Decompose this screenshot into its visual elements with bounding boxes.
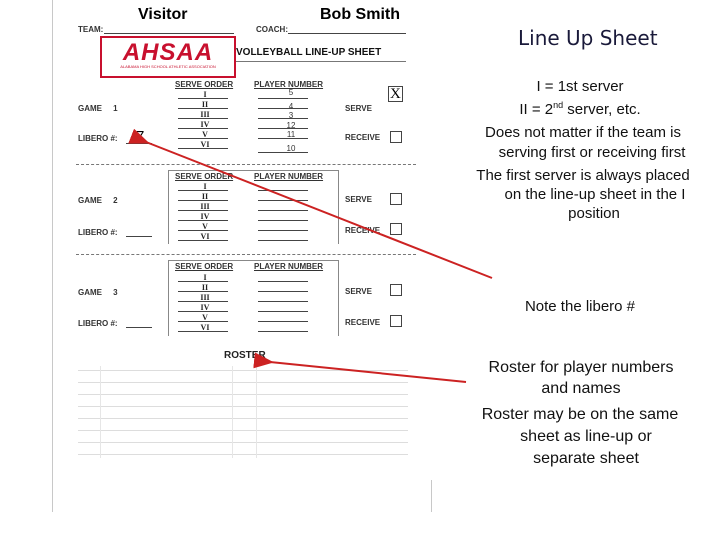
- team-label: TEAM:: [78, 25, 104, 34]
- receive-checkbox[interactable]: [390, 315, 402, 327]
- player-number-header: PLAYER NUMBER: [254, 172, 324, 181]
- serve-label: SERVE: [345, 104, 372, 113]
- handwritten-coach: Bob Smith: [320, 6, 400, 23]
- handwritten-team: Visitor: [138, 6, 188, 23]
- serve-order-header: SERVE ORDER: [175, 262, 234, 271]
- note-order-line-1: Does not matter if the team is: [485, 124, 681, 141]
- roman-5: V: [202, 222, 208, 231]
- sheet-edge-left: [52, 0, 53, 512]
- sheet-edge-right: [431, 480, 432, 512]
- receive-checkbox[interactable]: [390, 223, 402, 235]
- roman-4: IV: [200, 212, 210, 221]
- note-roster-line-2: and names: [541, 380, 621, 397]
- libero-arrow: [128, 128, 493, 279]
- player-number-header: PLAYER NUMBER: [254, 262, 324, 271]
- slide-title: Line Up Sheet: [518, 26, 658, 50]
- roster-arrow: [253, 352, 467, 383]
- section-divider-2: [76, 254, 416, 256]
- roman-2: II: [201, 283, 209, 292]
- coach-line: [288, 33, 406, 34]
- roman-6: VI: [200, 232, 210, 241]
- player-number-4: 12: [286, 121, 296, 130]
- player-number-3: 3: [288, 111, 294, 120]
- player-number-2: 4: [288, 102, 294, 111]
- serve-checkbox-marked[interactable]: X: [388, 86, 403, 102]
- note-first-server-line-3: position: [568, 205, 620, 222]
- roman-2: II: [201, 100, 209, 109]
- roman-1: I: [203, 273, 207, 282]
- receive-label: RECEIVE: [345, 133, 381, 142]
- note-first-server-line-2: on the line-up sheet in the I: [504, 186, 686, 203]
- roman-2: II: [201, 192, 209, 201]
- roman-5: V: [202, 130, 208, 139]
- player-number-5: 11: [286, 130, 296, 139]
- game-label: GAME 1: [78, 104, 118, 113]
- sheet-title: VOLLEYBALL LINE-UP SHEET: [236, 47, 382, 58]
- game-label: GAME 2: [78, 196, 118, 205]
- title-underline: [236, 61, 406, 62]
- roman-4: IV: [200, 120, 210, 129]
- logo-subtext: ALABAMA HIGH SCHOOL ATHLETIC ASSOCIATION: [120, 64, 216, 69]
- libero-label: LIBERO #:: [78, 228, 118, 237]
- logo-text: AHSAA: [122, 39, 214, 66]
- note-first-server: I = 1st server: [536, 78, 624, 95]
- serve-checkbox[interactable]: [390, 193, 402, 205]
- team-line: [104, 33, 234, 34]
- serve-order-header: SERVE ORDER: [175, 80, 234, 89]
- note-libero: Note the libero #: [524, 298, 636, 315]
- serve-label: SERVE: [345, 287, 372, 296]
- game-label: GAME 3: [78, 288, 118, 297]
- receive-checkbox[interactable]: [390, 131, 402, 143]
- note-roster-line-4: sheet as line-up or: [520, 428, 652, 445]
- roster-label: ROSTER: [224, 350, 266, 361]
- note-order-line-2: serving first or receiving first: [498, 144, 686, 161]
- libero-label: LIBERO #:: [78, 319, 118, 328]
- serve-checkbox[interactable]: [390, 284, 402, 296]
- serve-order-header: SERVE ORDER: [175, 172, 234, 181]
- lineup-sheet: [52, 0, 432, 512]
- roman-3: III: [200, 110, 210, 119]
- note-first-server-line-1: The first server is always placed: [476, 167, 690, 184]
- roman-4: IV: [200, 303, 210, 312]
- serve-label: SERVE: [345, 195, 372, 204]
- libero-label: LIBERO #:: [78, 134, 118, 143]
- receive-label: RECEIVE: [345, 318, 381, 327]
- roman-1: I: [203, 90, 207, 99]
- roman-6: VI: [200, 323, 210, 332]
- note-roster-line-5: separate sheet: [533, 450, 639, 467]
- roman-3: III: [200, 293, 210, 302]
- roman-3: III: [200, 202, 210, 211]
- note-roster-line-3: Roster may be on the same: [481, 406, 679, 423]
- note-roster-line-1: Roster for player numbers: [488, 359, 674, 376]
- player-number-1: 5: [288, 88, 294, 97]
- coach-label: COACH:: [256, 25, 288, 34]
- ahsaa-logo: AHSAA ALABAMA HIGH SCHOOL ATHLETIC ASSOC…: [100, 36, 236, 78]
- receive-label: RECEIVE: [345, 226, 381, 235]
- player-number-header: PLAYER NUMBER: [254, 80, 324, 89]
- note-second-server: II = 2nd server, etc.: [519, 100, 641, 118]
- player-number-6: 10: [286, 144, 296, 153]
- section-divider-1: [76, 164, 416, 166]
- roman-5: V: [202, 313, 208, 322]
- roman-1: I: [203, 182, 207, 191]
- roman-6: VI: [200, 140, 210, 149]
